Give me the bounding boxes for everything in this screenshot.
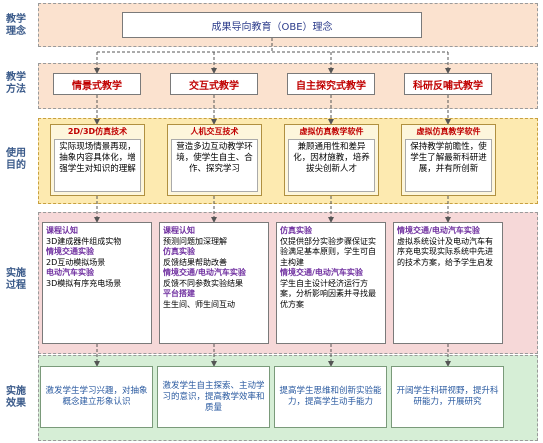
process-step-text: 生生间、师生间互动: [163, 299, 235, 309]
process-step-text: 仅提供部分实验步骤保证实验满足基本原则，学生可自主构建: [280, 236, 376, 267]
row-label-effect: 实施 效果: [6, 386, 26, 409]
process-box-3: 仿真实验仅提供部分实验步骤保证实验满足基本原则，学生可自主构建情境交通/电动汽车…: [276, 222, 386, 344]
row-label-method: 教学 方法: [6, 72, 26, 95]
effect-box-3: 提高学生思维和创新实验能力，提高学生动手能力: [274, 366, 387, 428]
row-label-purpose: 使用 目的: [6, 148, 26, 171]
purpose-title: 2D/3D仿真技术: [67, 127, 128, 136]
process-step-heading: 情境交通实验: [46, 247, 94, 256]
effect-box-1: 激发学生学习兴趣，对抽象概念建立形象认识: [40, 366, 153, 428]
process-step-heading: 电动汽车实验: [46, 268, 94, 277]
purpose-title: 人机交互技术: [190, 127, 239, 136]
row-label-process: 实施 过程: [6, 268, 26, 291]
purpose-body: 营造多边互动教学环境，使学生自主、合作、探究学习: [171, 139, 258, 192]
method-box-4: 科研反哺式教学: [404, 73, 492, 95]
process-step-text: 3D建成器件组成实物: [46, 236, 122, 246]
process-step-heading: 仿真实验: [280, 226, 312, 235]
process-box-4: 情境交通/电动汽车实验虚拟系统设计及电动汽车有序充电实现实际系统中先进的技术方案…: [393, 222, 503, 344]
concept-box: 成果导向教育（OBE）理念: [122, 12, 422, 38]
effect-box-4: 开阔学生科研视野，提升科研能力，开展研究: [391, 366, 504, 428]
process-step-text: 虚拟系统设计及电动汽车有序充电实现实际系统中先进的技术方案，给予学生启发: [397, 236, 493, 267]
process-step-heading: 情境交通/电动汽车实验: [280, 268, 363, 277]
process-step-heading: 仿真实验: [163, 247, 195, 256]
method-box-1: 情景式教学: [53, 73, 141, 95]
purpose-box-1: 2D/3D仿真技术 实际现场情景再现，抽象内容具体化，增强学生对知识的理解: [50, 124, 145, 196]
purpose-box-2: 人机交互技术 营造多边互动教学环境，使学生自主、合作、探究学习: [167, 124, 262, 196]
effect-box-2: 激发学生自主探索、主动学习的意识，提高教学效率和质量: [157, 366, 270, 428]
process-step-text: 学生自主设计经济运行方案，分析影响因素并寻找最优方案: [280, 278, 376, 309]
purpose-title: 虚拟仿真教学软件: [416, 127, 481, 136]
method-box-2: 交互式教学: [170, 73, 258, 95]
process-step-text: 反馈不同参数实验结果: [163, 278, 243, 288]
purpose-title: 虚拟仿真教学软件: [299, 127, 364, 136]
purpose-body: 实际现场情景再现，抽象内容具体化，增强学生对知识的理解: [54, 139, 141, 192]
process-step-heading: 平台搭建: [163, 289, 195, 298]
process-step-text: 3D模拟有序充电场景: [46, 278, 122, 288]
process-step-text: 反馈结果帮助改善: [163, 257, 227, 267]
row-label-concept: 教学 理念: [6, 14, 26, 37]
purpose-box-4: 虚拟仿真教学软件 保持教学前瞻性，使学生了解最新科研进展，并有所创新: [401, 124, 496, 196]
purpose-body: 保持教学前瞻性，使学生了解最新科研进展，并有所创新: [405, 139, 492, 192]
process-step-heading: 情境交通/电动汽车实验: [397, 226, 480, 235]
purpose-body: 兼顾通用性和差异化，因材施教，培养拔尖创新人才: [288, 139, 375, 192]
process-step-heading: 课程认知: [163, 226, 195, 235]
process-step-text: 2D互动模拟场景: [46, 257, 106, 267]
process-box-2: 课程认知预测问题加深理解仿真实验反馈结果帮助改善情境交通/电动汽车实验反馈不同参…: [159, 222, 269, 344]
process-step-text: 预测问题加深理解: [163, 236, 227, 246]
method-box-3: 自主探究式教学: [287, 73, 375, 95]
process-step-heading: 情境交通/电动汽车实验: [163, 268, 246, 277]
process-step-heading: 课程认知: [46, 226, 78, 235]
purpose-box-3: 虚拟仿真教学软件 兼顾通用性和差异化，因材施教，培养拔尖创新人才: [284, 124, 379, 196]
